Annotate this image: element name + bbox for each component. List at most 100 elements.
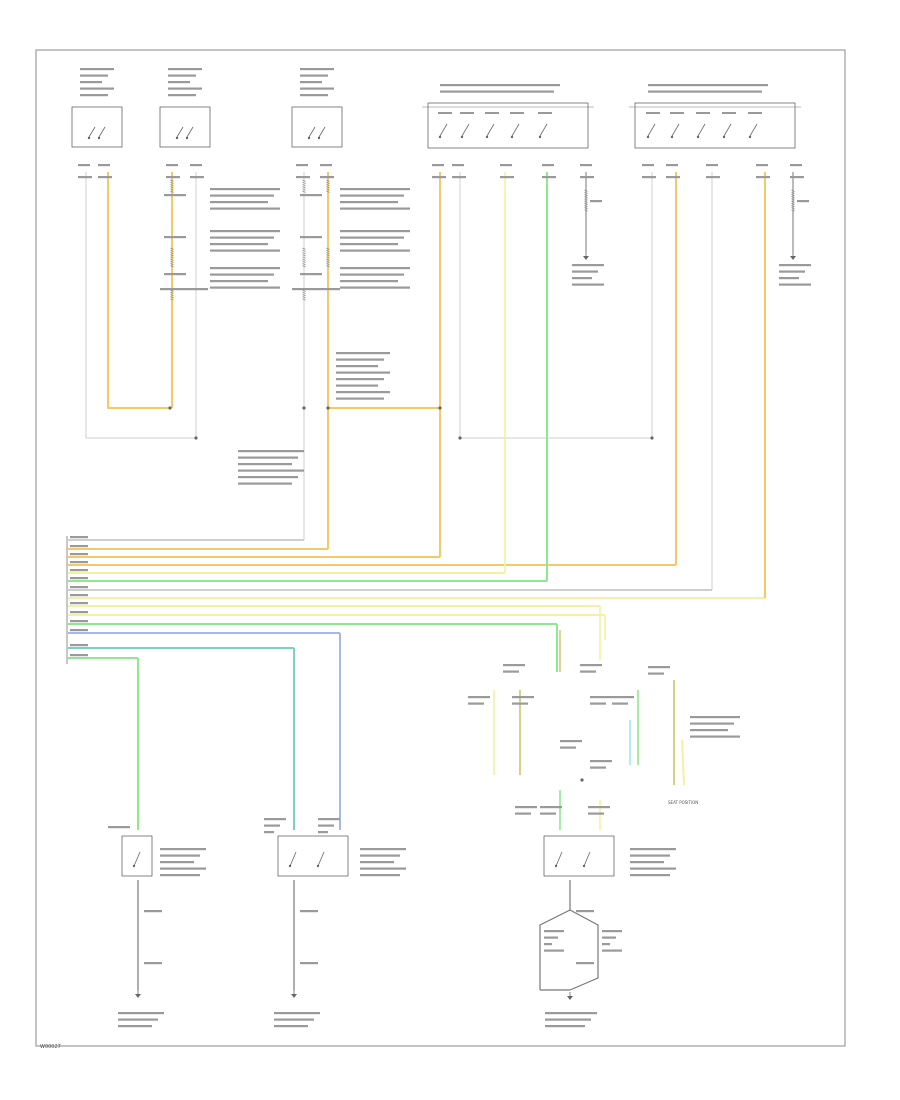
right-lumbar-switch-contact	[583, 851, 591, 867]
center-wire-label-1	[580, 664, 602, 667]
driver-lumbar-title	[160, 854, 200, 857]
right-seat-switch-terminal	[317, 136, 321, 140]
driver-seat-switch-contacts	[88, 126, 106, 138]
left-hatch-2	[170, 263, 174, 266]
right-lumbar-ground-split-a	[539, 909, 571, 990]
center-wire-label-8	[590, 766, 606, 769]
left-hatch-1	[170, 190, 174, 193]
left-inline-note	[210, 249, 280, 252]
right-inline-note	[340, 249, 410, 252]
right-hatch-3	[326, 190, 330, 193]
right-hatch-1	[302, 184, 306, 187]
splice-dot-1	[194, 436, 198, 440]
bus-wire-label	[70, 602, 88, 605]
front-seat-module-contact	[511, 123, 520, 137]
center-wire-label-8	[590, 760, 612, 763]
center-wire-label-5	[612, 696, 634, 699]
left-hatch-1	[170, 179, 174, 182]
right-seat-switch-title	[300, 81, 322, 84]
left-seat-switch-title	[168, 68, 202, 71]
front-seat-module-pin-label	[460, 112, 474, 114]
module-ground-hatch	[791, 198, 795, 201]
driver-switch-wire-b	[85, 172, 196, 439]
right-inline-note	[340, 201, 398, 204]
right-lumbar-title	[630, 861, 664, 864]
wire-color-label-15	[790, 176, 804, 179]
bus-wire-label	[70, 586, 88, 589]
left-inline-note	[210, 243, 268, 246]
wires	[68, 172, 794, 991]
right-lumbar-title	[630, 848, 676, 851]
splice-note-right	[336, 391, 390, 394]
rear-seat-module-contact	[723, 123, 732, 137]
right-lumbar-split-label-a	[544, 930, 564, 933]
front-seat-module-terminal	[438, 135, 442, 139]
right-hatch-2	[302, 252, 306, 255]
left-inline-note	[210, 230, 280, 233]
pin-label-3	[190, 164, 202, 167]
left-seat-switch-contacts	[176, 126, 194, 138]
left-hatch-1	[170, 186, 174, 189]
module-ground-hatch	[791, 189, 795, 192]
rear-seat-module-title	[648, 84, 768, 87]
right-connector-label	[292, 288, 340, 291]
right-lumbar-split-label-b	[602, 936, 616, 939]
wire-color-label-5	[320, 176, 334, 179]
left-inline-note	[210, 286, 280, 289]
front-seat-module-pin-label	[438, 112, 452, 114]
driver-seat-switch	[71, 106, 123, 148]
left-lumbar-pin-b	[318, 824, 334, 827]
splice-note-center	[238, 482, 292, 485]
bus-wire-label	[70, 654, 88, 657]
right-inline-note	[340, 230, 410, 233]
right-seat-switch-title	[300, 74, 328, 77]
left-inline-note	[210, 194, 274, 197]
right-hatch-5	[302, 291, 306, 294]
lower-wire-label	[576, 962, 594, 965]
rear-seat-module-pin-label	[696, 112, 710, 114]
ground-icon	[567, 996, 573, 1000]
module-ground-hatch	[791, 205, 795, 208]
bus-wire-label	[70, 545, 88, 548]
lower-wire-label	[144, 962, 162, 965]
lower-wire-label	[144, 910, 162, 913]
lower-wire-label	[576, 910, 594, 913]
driver-lumbar-title	[160, 861, 194, 864]
right-inline-note	[340, 280, 398, 283]
center-wire-label-3	[512, 696, 534, 699]
left-seat-switch-title	[168, 94, 196, 97]
wire-color-label-14	[756, 176, 770, 179]
right-hatch-4	[326, 256, 330, 259]
right-hatch-3	[326, 188, 330, 191]
front-seat-module-terminal	[510, 135, 514, 139]
bus-wire-label	[70, 611, 88, 614]
right-hatch-3	[326, 186, 330, 189]
bus-wire-label	[70, 569, 88, 572]
pin-label-8	[500, 164, 512, 167]
rear-seat-module-pin-label	[646, 112, 660, 114]
left-hatch-2	[170, 247, 174, 250]
right-inline-note	[340, 243, 398, 246]
pin-label-11	[642, 164, 654, 167]
module-ground-hatch	[584, 209, 588, 212]
front-seat-module-title	[440, 90, 554, 93]
center-right-note	[690, 729, 728, 732]
left-lumbar-switch-contact	[289, 851, 297, 867]
rear-seat-module-pin-label	[670, 112, 684, 114]
splice-note-right	[336, 365, 378, 368]
left-hatch-5	[170, 296, 174, 299]
splice-note-center	[238, 463, 292, 466]
left-hatch-5	[170, 289, 174, 292]
right-hatch-1	[302, 181, 306, 184]
right-hatch-5	[302, 289, 306, 292]
center-wire-label-10	[540, 806, 562, 809]
left-inline-connector-1	[164, 236, 186, 239]
left-lumbar-pin-b	[318, 818, 340, 821]
front-seat-module-terminal	[460, 135, 464, 139]
module-ground-label	[572, 277, 592, 280]
yellow-right-drop	[681, 739, 685, 786]
right-hatch-1	[302, 179, 306, 182]
right-hatch-4	[326, 258, 330, 261]
rear-seat-module-terminal	[646, 135, 650, 139]
module-ground-hatch	[584, 202, 588, 205]
